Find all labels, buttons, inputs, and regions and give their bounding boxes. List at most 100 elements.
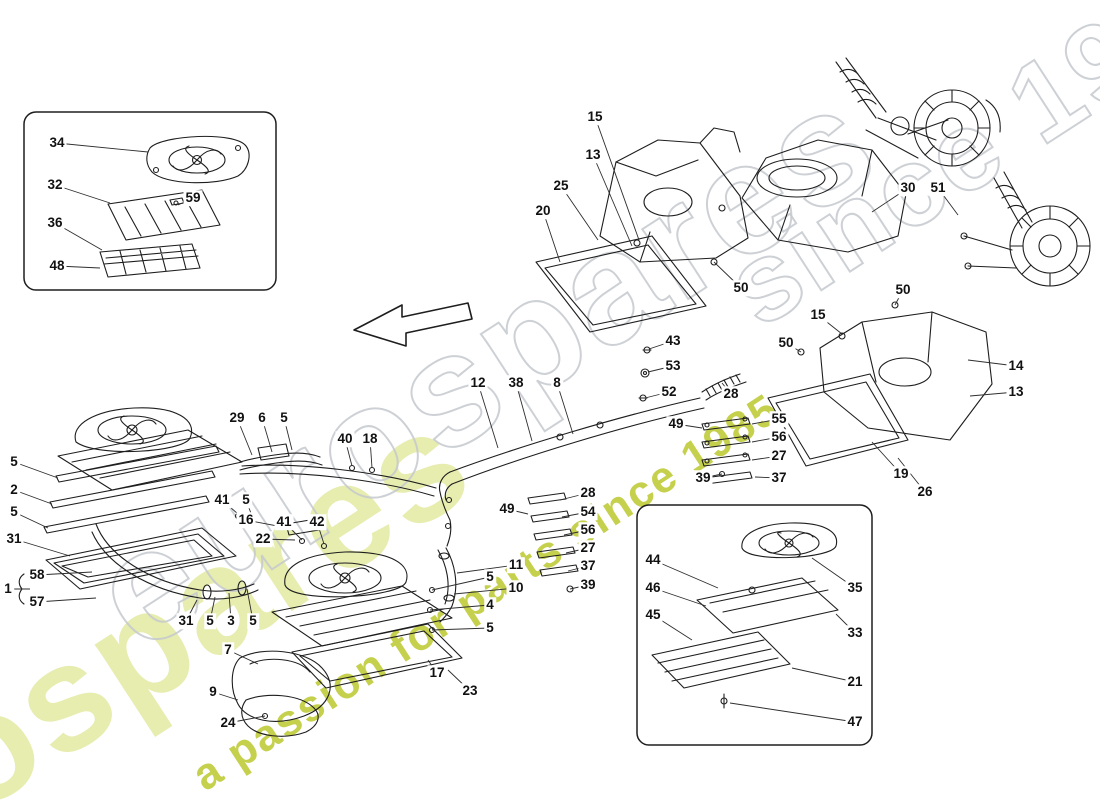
part-callout-29: 29: [227, 410, 247, 426]
leader-line-47: [729, 702, 856, 723]
right-top-duct: [741, 139, 907, 253]
part-callout-41: 41: [274, 514, 294, 530]
part-callout-57: 57: [27, 594, 47, 610]
bracket-stack-left: [527, 492, 579, 593]
part-callout-5: 5: [8, 504, 20, 520]
part-callout-10: 10: [506, 580, 526, 596]
part-callout-7: 7: [222, 642, 234, 658]
leader-line-15: [594, 116, 640, 241]
fan-shroud: [741, 522, 838, 559]
part-callout-38: 38: [506, 375, 526, 391]
part-callout-16: 16: [236, 512, 256, 528]
center-air-duct: [599, 127, 749, 266]
part-callout-5: 5: [247, 613, 259, 629]
leader-line-8: [556, 382, 574, 435]
part-callout-5: 5: [8, 454, 20, 470]
part-callout-55: 55: [769, 411, 789, 427]
part-callout-40: 40: [335, 431, 355, 447]
part-callout-12: 12: [468, 375, 488, 391]
part-callout-26: 26: [915, 484, 935, 500]
part-callout-15: 15: [808, 307, 828, 323]
center-duct-gasket: [535, 235, 707, 333]
leader-line-57: [36, 597, 97, 603]
leader-line-10: [453, 587, 517, 595]
part-callout-34: 34: [47, 135, 67, 151]
part-callout-17: 17: [427, 665, 447, 681]
part-callout-24: 24: [218, 715, 238, 731]
part-callout-59: 59: [183, 190, 203, 206]
leader-line-5: [431, 627, 491, 631]
part-callout-28: 28: [578, 485, 598, 501]
part-callout-32: 32: [45, 177, 65, 193]
part-callout-31: 31: [4, 531, 24, 547]
part-callout-49: 49: [497, 501, 517, 517]
part-callout-53: 53: [663, 358, 683, 374]
leader-line-13: [592, 154, 633, 247]
fan-shroud: [146, 135, 250, 184]
right-duct-gasket: [767, 373, 909, 467]
part-callout-3: 3: [225, 613, 237, 629]
part-callout-44: 44: [643, 552, 663, 568]
leader-line-21: [791, 667, 856, 683]
part-callout-41: 41: [212, 492, 232, 508]
part-callout-36: 36: [45, 215, 65, 231]
part-callout-21: 21: [845, 674, 865, 690]
part-callout-58: 58: [27, 567, 47, 583]
part-callout-22: 22: [253, 531, 273, 547]
part-callout-47: 47: [845, 714, 865, 730]
part-callout-27: 27: [578, 540, 598, 556]
bottom-fan-assembly: [231, 547, 463, 737]
part-callout-4: 4: [484, 597, 496, 613]
part-callout-15: 15: [585, 109, 605, 125]
suspension-assembly-upper: [835, 57, 1001, 167]
leader-line-11: [456, 564, 517, 574]
part-callout-48: 48: [47, 258, 67, 274]
part-callout-5: 5: [484, 569, 496, 585]
part-callout-13: 13: [1006, 384, 1026, 400]
part-callout-50: 50: [893, 282, 913, 298]
part-callout-42: 42: [307, 514, 327, 530]
part-callout-35: 35: [845, 580, 865, 596]
part-callout-5: 5: [484, 620, 496, 636]
part-callout-56: 56: [578, 522, 598, 538]
part-callout-5: 5: [278, 410, 290, 426]
part-callout-25: 25: [551, 178, 571, 194]
diagram-line-art: [18, 57, 1091, 746]
leader-line-5: [13, 461, 59, 479]
fan-blades: [172, 145, 222, 175]
part-callout-46: 46: [643, 580, 663, 596]
part-callout-1: 1: [2, 581, 14, 597]
part-callout-39: 39: [693, 470, 713, 486]
leader-line-12: [477, 382, 499, 449]
part-callout-37: 37: [578, 558, 598, 574]
part-callout-45: 45: [643, 607, 663, 623]
radiator-core: [696, 577, 839, 634]
part-callout-56: 56: [769, 429, 789, 445]
part-callout-30: 30: [898, 180, 918, 196]
grille-frame: [99, 243, 201, 278]
condenser: [651, 631, 791, 689]
part-callout-43: 43: [663, 333, 683, 349]
fan-shroud: [284, 551, 408, 598]
part-callout-50: 50: [731, 280, 751, 296]
part-callout-18: 18: [360, 431, 380, 447]
part-callout-49: 49: [666, 416, 686, 432]
bracket-stack-right: [701, 416, 753, 485]
direction-arrow: [353, 302, 473, 347]
part-callout-50: 50: [776, 335, 796, 351]
inset-box-top-left: [23, 111, 277, 291]
part-callout-37: 37: [769, 470, 789, 486]
leader-line-4: [429, 604, 491, 611]
fan-shroud: [74, 407, 193, 453]
leader-line-34: [56, 142, 149, 153]
part-callout-28: 28: [721, 386, 741, 402]
leader-line-2: [13, 489, 53, 505]
part-callout-31: 31: [176, 613, 196, 629]
radiator-core: [107, 189, 221, 241]
part-callout-51: 51: [928, 180, 948, 196]
part-callout-5: 5: [204, 613, 216, 629]
part-callout-2: 2: [8, 482, 20, 498]
part-callout-8: 8: [551, 375, 563, 391]
